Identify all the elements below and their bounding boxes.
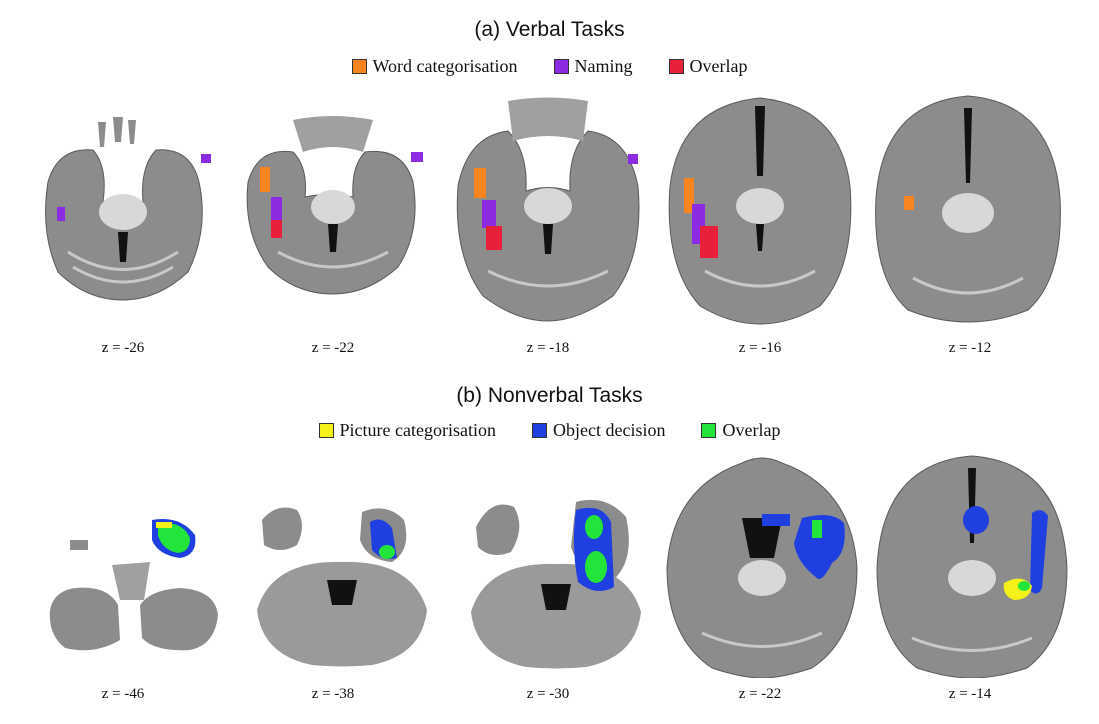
brain-slice-nonverbal-1 — [40, 510, 230, 660]
legend-label: Picture categorisation — [339, 420, 496, 440]
swatch-object-decision — [532, 423, 547, 438]
z-label: z = -18 — [526, 340, 570, 356]
legend-label: Object decision — [553, 420, 666, 440]
brain-slice-verbal-1 — [28, 112, 218, 312]
swatch-naming — [553, 59, 569, 74]
legend-label: Word categorisation — [372, 56, 518, 76]
legend-item-object-decision: Object decision — [532, 420, 665, 441]
nonverbal-panel-title: (b) Nonverbal Tasks — [456, 384, 643, 407]
legend-label: Overlap — [722, 420, 781, 440]
legend-item-picture-categorisation: Picture categorisation — [318, 420, 496, 441]
z-label: z = -26 — [101, 340, 145, 356]
brain-slice-verbal-4 — [660, 86, 860, 326]
z-label: z = -12 — [948, 340, 992, 356]
legend-label: Naming — [574, 56, 633, 76]
legend-item-overlap: Overlap — [668, 56, 748, 77]
z-label: z = -46 — [101, 686, 145, 702]
z-label: z = -22 — [738, 686, 782, 702]
brain-slice-verbal-2 — [233, 112, 433, 302]
z-label: z = -16 — [738, 340, 782, 356]
brain-slice-verbal-5 — [868, 88, 1068, 323]
z-label: z = -38 — [311, 686, 355, 702]
brain-slice-nonverbal-3 — [466, 492, 646, 672]
verbal-legend: Word categorisation Naming Overlap — [0, 56, 1099, 77]
swatch-word-categorisation — [351, 59, 367, 74]
swatch-picture-categorisation — [318, 423, 334, 438]
z-label: z = -14 — [948, 686, 992, 702]
swatch-overlap — [701, 423, 717, 438]
brain-slice-verbal-3 — [448, 96, 648, 326]
legend-item-word-categorisation: Word categorisation — [351, 56, 518, 77]
verbal-panel-title: (a) Verbal Tasks — [474, 18, 625, 41]
legend-item-naming: Naming — [553, 56, 633, 77]
nonverbal-legend: Picture categorisation Object decision O… — [0, 420, 1099, 441]
legend-item-overlap: Overlap — [701, 420, 780, 441]
brain-slice-nonverbal-5 — [872, 448, 1072, 678]
z-label: z = -30 — [526, 686, 570, 702]
brain-slice-nonverbal-4 — [662, 448, 862, 678]
legend-label: Overlap — [689, 56, 748, 76]
brain-slice-nonverbal-2 — [252, 500, 432, 670]
swatch-overlap — [668, 59, 684, 74]
z-label: z = -22 — [311, 340, 355, 356]
